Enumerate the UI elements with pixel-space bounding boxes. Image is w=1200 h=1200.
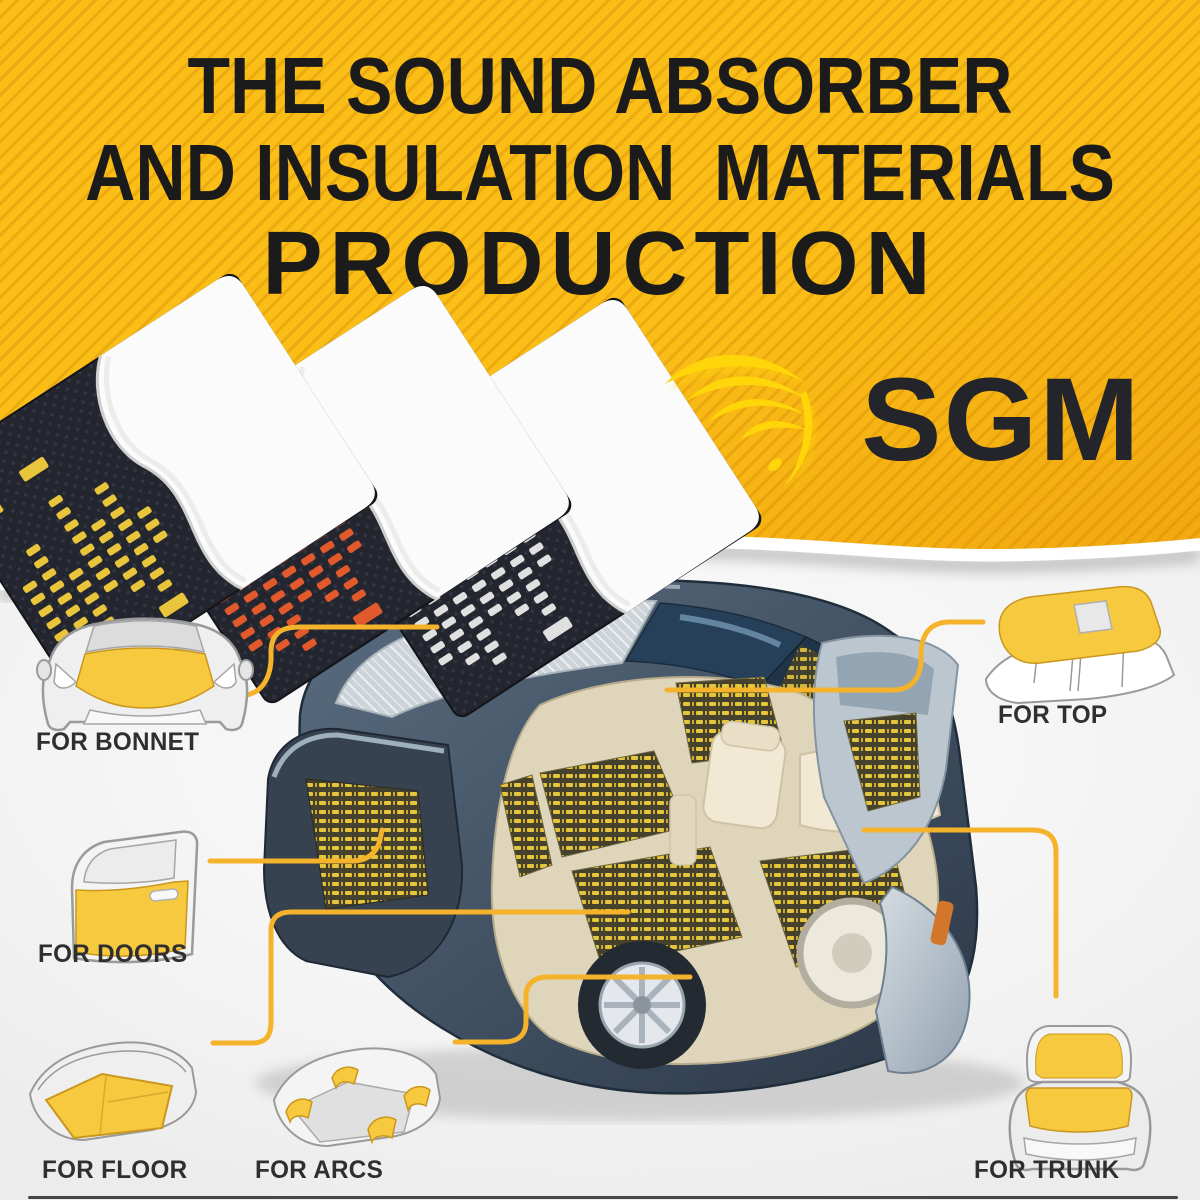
arcs-icon [272, 1047, 442, 1148]
open-front-door [262, 727, 464, 979]
top-label: FOR TOP [998, 701, 1108, 729]
spare-wheel-hub [832, 933, 872, 973]
title-line-2: AND INSULATION MATERIALS [85, 128, 1115, 217]
rear-wheel [578, 941, 706, 1069]
floor-label: FOR FLOOR [42, 1156, 188, 1184]
brand-logo: SGM [660, 338, 1142, 503]
bonnet-label: FOR BONNET [36, 728, 200, 756]
trunk-label: FOR TRUNK [974, 1156, 1120, 1184]
title-line-3: PRODUCTION [262, 214, 938, 314]
doors-icon [70, 830, 199, 964]
floor-icon [28, 1041, 198, 1142]
trunk-icon [1008, 1025, 1152, 1172]
bottom-border [28, 1196, 1178, 1199]
swoosh-icon [664, 354, 817, 494]
doors-label: FOR DOORS [38, 940, 188, 968]
title-line-1: THE SOUND ABSORBER [187, 41, 1013, 130]
brand-name: SGM [861, 354, 1142, 486]
arcs-label: FOR ARCS [255, 1156, 384, 1184]
bonnet-icon [36, 617, 254, 732]
top-icon [984, 585, 1176, 705]
